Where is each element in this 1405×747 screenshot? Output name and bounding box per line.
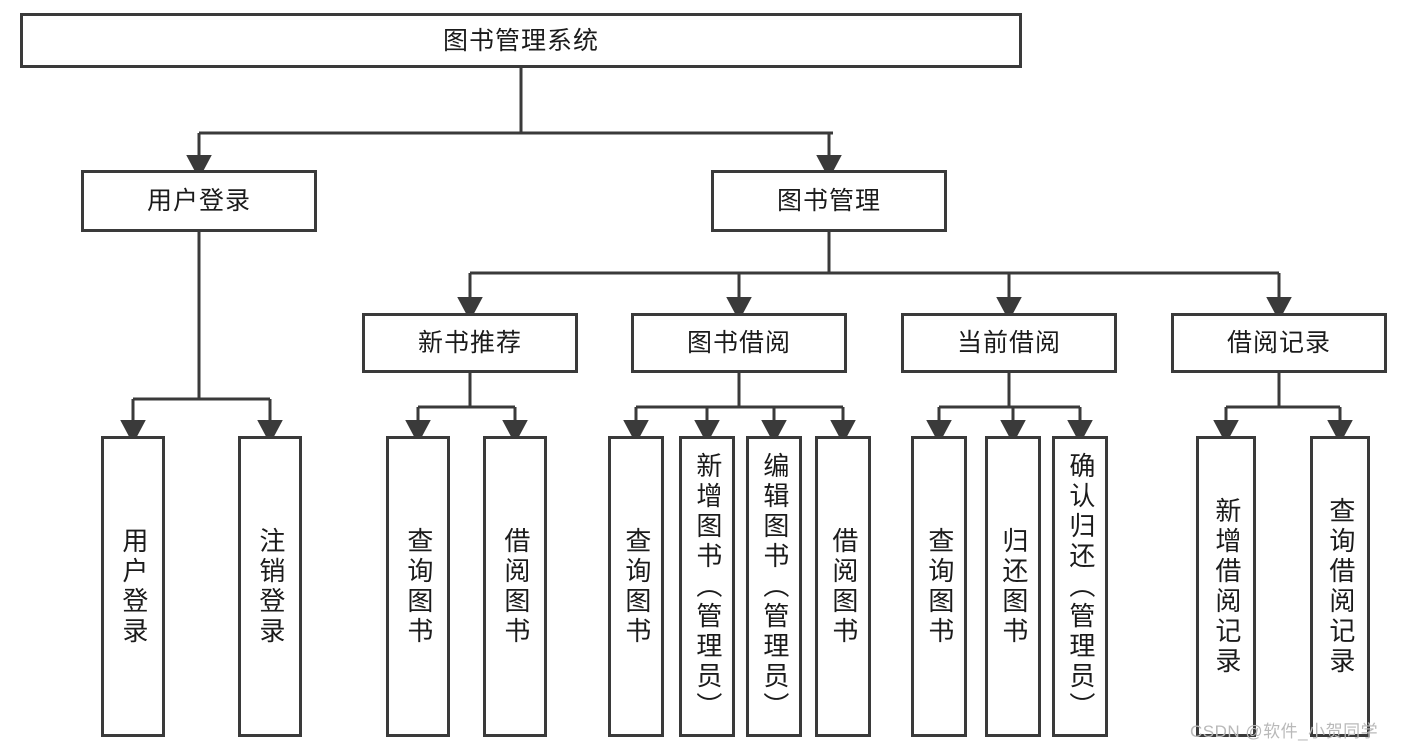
node-leaf-add-record[interactable]: 新增借阅记录 <box>1196 436 1256 737</box>
node-label: 注销登录 <box>255 526 286 647</box>
node-label: 用户登录 <box>118 526 149 647</box>
node-leaf-query-book-b[interactable]: 查询图书 <box>608 436 664 737</box>
node-label: 新增图书（管理员） <box>692 451 723 722</box>
node-label: 借阅图书 <box>500 526 531 647</box>
node-book-borrow[interactable]: 图书借阅 <box>631 313 847 373</box>
node-borrow-record[interactable]: 借阅记录 <box>1171 313 1387 373</box>
node-leaf-edit-book[interactable]: 编辑图书（管理员） <box>746 436 802 737</box>
node-leaf-user-logout[interactable]: 注销登录 <box>238 436 302 737</box>
node-leaf-user-login[interactable]: 用户登录 <box>101 436 165 737</box>
node-label: 查询图书 <box>924 526 955 647</box>
node-label: 查询图书 <box>403 526 434 647</box>
node-leaf-return-book[interactable]: 归还图书 <box>985 436 1041 737</box>
node-leaf-borrow-book-b[interactable]: 借阅图书 <box>815 436 871 737</box>
node-label: 归还图书 <box>998 526 1029 647</box>
node-new-book-recommend[interactable]: 新书推荐 <box>362 313 578 373</box>
csdn-watermark: CSDN @软件_小贺同学 <box>1190 722 1379 741</box>
node-label: 编辑图书（管理员） <box>759 451 790 722</box>
node-leaf-borrow-book-rec[interactable]: 借阅图书 <box>483 436 547 737</box>
node-label: 确认归还（管理员） <box>1065 451 1096 722</box>
node-leaf-confirm-return[interactable]: 确认归还（管理员） <box>1052 436 1108 737</box>
node-label: 查询图书 <box>621 526 652 647</box>
node-current-borrow[interactable]: 当前借阅 <box>901 313 1117 373</box>
node-root[interactable]: 图书管理系统 <box>20 13 1022 68</box>
node-leaf-query-record[interactable]: 查询借阅记录 <box>1310 436 1370 737</box>
node-book-manage[interactable]: 图书管理 <box>711 170 947 232</box>
node-label: 查询借阅记录 <box>1325 496 1356 677</box>
node-label: 借阅图书 <box>828 526 859 647</box>
node-leaf-query-book-rec[interactable]: 查询图书 <box>386 436 450 737</box>
node-leaf-add-book[interactable]: 新增图书（管理员） <box>679 436 735 737</box>
node-user-login[interactable]: 用户登录 <box>81 170 317 232</box>
node-leaf-query-book-c[interactable]: 查询图书 <box>911 436 967 737</box>
node-label: 新增借阅记录 <box>1211 496 1242 677</box>
